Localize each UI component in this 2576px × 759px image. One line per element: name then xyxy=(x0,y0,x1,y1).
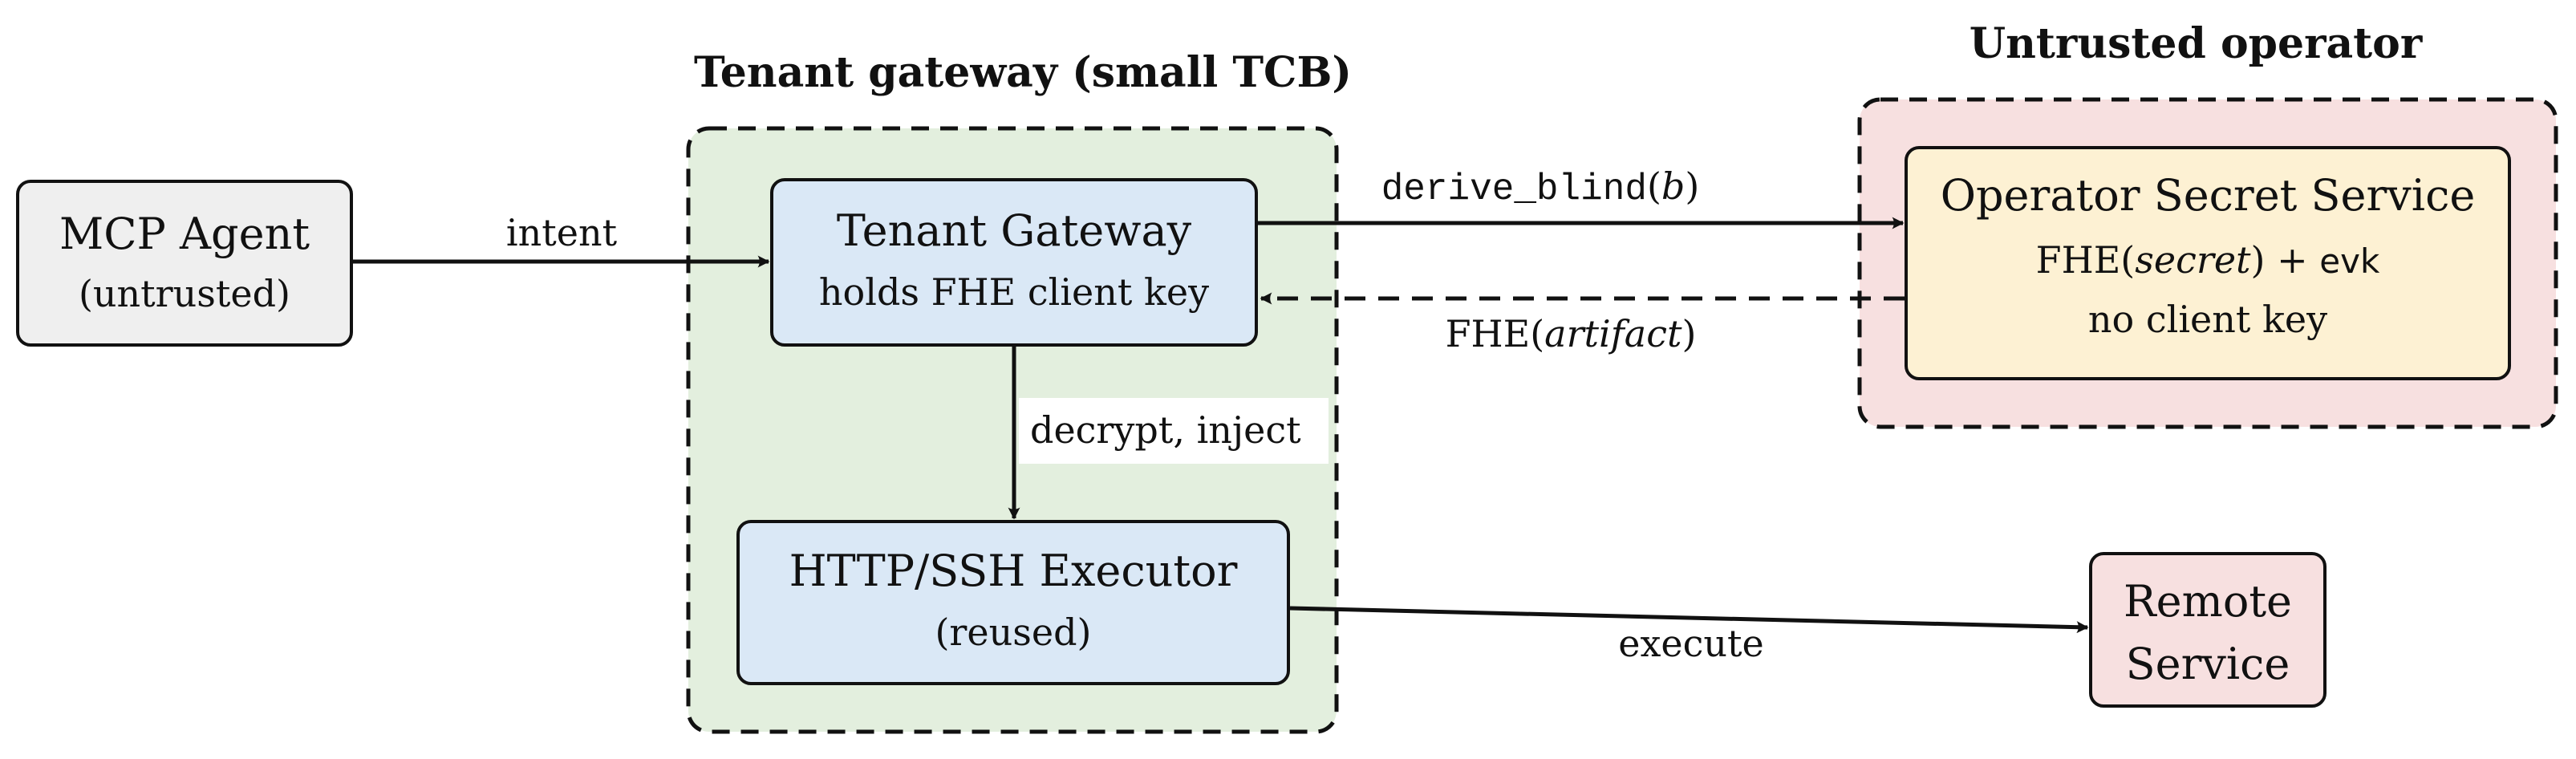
fhe-artifact-label: FHE(artifact) xyxy=(1446,312,1697,355)
tenant-gateway-title: Tenant Gateway xyxy=(837,205,1192,256)
execute-label: execute xyxy=(1618,622,1763,665)
execute-arrow xyxy=(1289,606,2089,634)
executor-node: HTTP/SSH Executor (reused) xyxy=(736,520,1290,685)
decrypt-inject-label-bg xyxy=(1019,398,1329,464)
remote-service-line2: Service xyxy=(2126,639,2290,689)
executor-subtitle: (reused) xyxy=(935,611,1091,654)
operator-group-title: Untrusted operator xyxy=(1970,19,2423,68)
operator-service-ciphertext: FHE(secret) + evk xyxy=(2036,238,2380,282)
remote-service-node: Remote Service xyxy=(2089,552,2327,708)
decrypt-inject-label: decrypt, inject xyxy=(1030,408,1301,452)
tenant-gateway-subtitle: holds FHE client key xyxy=(819,270,1209,314)
tenant-group-title: Tenant gateway (small TCB) xyxy=(694,48,1352,97)
derive-blind-label: derive_blind(b) xyxy=(1381,164,1700,210)
mcp-agent-subtitle: (untrusted) xyxy=(79,272,290,315)
mcp-agent-node: MCP Agent (untrusted) xyxy=(16,180,353,347)
operator-service-title: Operator Secret Service xyxy=(1941,170,2476,221)
operator-service-note: no client key xyxy=(2088,298,2327,341)
tenant-gateway-node: Tenant Gateway holds FHE client key xyxy=(770,178,1258,347)
mcp-agent-title: MCP Agent xyxy=(59,209,310,259)
remote-service-line1: Remote xyxy=(2124,576,2292,627)
operator-secret-service-node: Operator Secret Service FHE(secret) + ev… xyxy=(1905,146,2511,380)
executor-title: HTTP/SSH Executor xyxy=(789,546,1238,596)
intent-label: intent xyxy=(506,211,618,254)
